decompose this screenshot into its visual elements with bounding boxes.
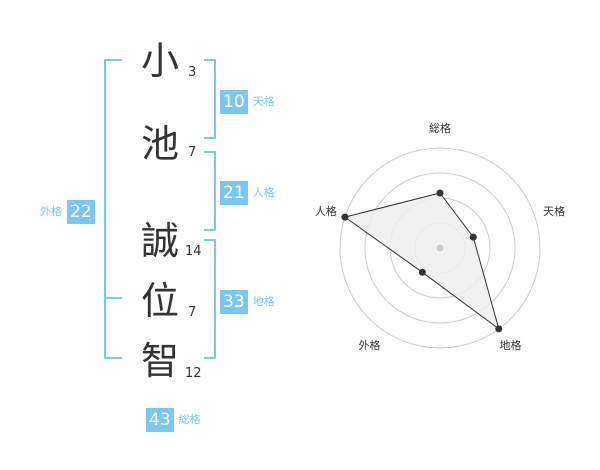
chikaku-bracket bbox=[204, 239, 216, 359]
stroke-count-5: 12 bbox=[185, 366, 202, 381]
chikaku-group: 33 地格 bbox=[220, 290, 275, 314]
radar-center-point bbox=[436, 244, 444, 252]
soukaku-value: 43 bbox=[146, 408, 174, 432]
tenkaku-group: 10 天格 bbox=[220, 90, 275, 114]
stroke-count-1: 3 bbox=[188, 65, 197, 80]
radar-point bbox=[495, 325, 503, 333]
tenkaku-value: 10 bbox=[220, 90, 248, 114]
jinkaku-group: 21 人格 bbox=[220, 181, 275, 205]
stroke-count-2: 7 bbox=[188, 145, 197, 160]
radar-polygon bbox=[343, 192, 500, 331]
radar-axis-label-tenkaku: 天格 bbox=[543, 204, 565, 218]
soukaku-group: 43 総格 bbox=[146, 408, 201, 432]
radar-ring bbox=[339, 147, 541, 349]
chikaku-label: 地格 bbox=[252, 295, 275, 308]
chikaku-value: 33 bbox=[220, 290, 248, 314]
name-char-4: 位 bbox=[140, 279, 179, 323]
radar-axis-label-chikaku: 地格 bbox=[500, 338, 522, 352]
radar-axis-label-soukaku: 総格 bbox=[429, 121, 451, 135]
jinkaku-bracket bbox=[204, 151, 216, 231]
radar-ring bbox=[364, 172, 516, 324]
name-char-2: 池 bbox=[140, 122, 179, 166]
radar-chart: 総格 天格 地格 外格 人格 bbox=[315, 121, 565, 352]
radar-point bbox=[436, 189, 444, 197]
gaikaku-bracket bbox=[104, 59, 122, 359]
gaikaku-value: 22 bbox=[67, 200, 95, 224]
gaikaku-label: 外格 bbox=[40, 205, 62, 218]
name-char-1: 小 bbox=[140, 39, 179, 83]
radar-points bbox=[341, 189, 503, 333]
radar-point bbox=[418, 268, 426, 276]
radar-axis-label-gaikaku: 外格 bbox=[359, 338, 381, 352]
jinkaku-label: 人格 bbox=[252, 186, 275, 199]
tenkaku-bracket bbox=[204, 59, 216, 139]
tenkaku-label: 天格 bbox=[252, 95, 275, 108]
name-char-3: 誠 bbox=[140, 219, 179, 263]
gaikaku-bracket-mid bbox=[104, 297, 122, 299]
radar-axis-label-jinkaku: 人格 bbox=[315, 204, 337, 218]
soukaku-label: 総格 bbox=[178, 413, 201, 426]
name-char-5: 智 bbox=[140, 339, 179, 383]
stroke-count-3: 14 bbox=[185, 244, 202, 259]
jinkaku-value: 21 bbox=[220, 181, 248, 205]
stroke-count-4: 7 bbox=[188, 305, 197, 320]
radar-point bbox=[341, 213, 349, 221]
radar-point bbox=[469, 233, 477, 241]
gaikaku-group: 外格 22 bbox=[40, 200, 95, 224]
